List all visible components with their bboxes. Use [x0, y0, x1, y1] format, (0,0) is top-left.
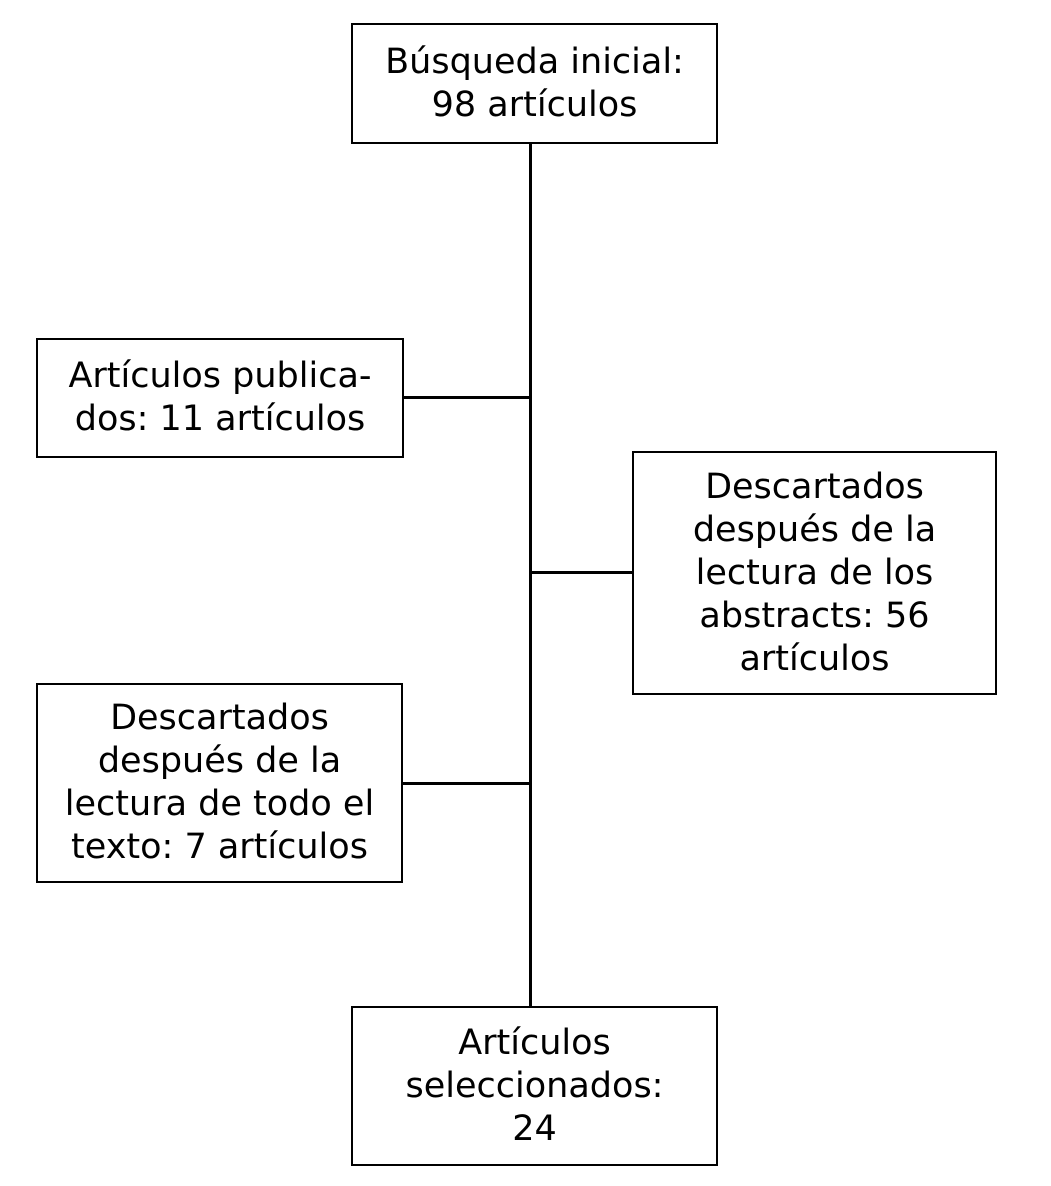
box-discarded-full-text: Descartados después de la lectura de tod… — [36, 683, 403, 883]
box-discarded-full-text-label: Descartados después de la lectura de tod… — [64, 698, 375, 867]
box-selected-articles: Artículos seleccionados: 24 — [351, 1006, 718, 1166]
connector-fulltext-line — [403, 782, 530, 785]
box-selected-articles-label: Artículos seleccionados: 24 — [405, 1022, 664, 1149]
box-initial-search: Búsqueda inicial: 98 artículos — [351, 23, 718, 144]
box-published-articles: Artículos publica- dos: 11 artículos — [36, 338, 404, 458]
box-discarded-abstracts: Descartados después de la lectura de los… — [632, 451, 997, 695]
box-discarded-abstracts-label: Descartados después de la lectura de los… — [692, 466, 937, 679]
box-published-articles-label: Artículos publica- dos: 11 artículos — [68, 356, 372, 439]
box-initial-search-label: Búsqueda inicial: 98 artículos — [385, 41, 684, 125]
connector-abstracts-line — [530, 571, 633, 574]
connector-published-line — [403, 396, 530, 399]
connector-trunk-line — [529, 143, 532, 1007]
